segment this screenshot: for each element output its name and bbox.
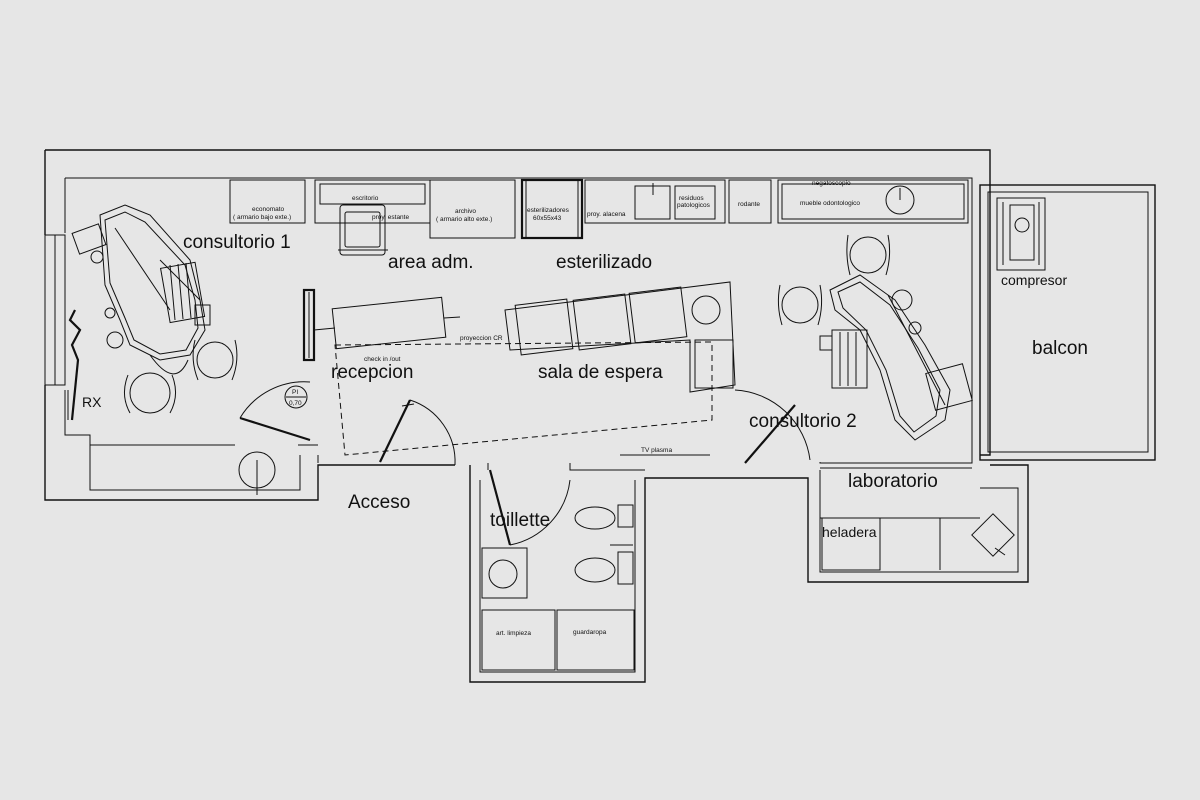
- label-proy-alacena: proy. alacena: [587, 211, 626, 218]
- waiting-seats: [504, 281, 736, 393]
- label-economato: economato: [252, 206, 285, 213]
- label-mueble-odontologico: mueble odontologico: [800, 200, 860, 207]
- dental-chair-1: [71, 204, 238, 414]
- label-rx: RX: [82, 394, 102, 410]
- door-acceso: [379, 399, 456, 466]
- label-escritorio: escritorio: [352, 195, 379, 202]
- label-laboratorio: laboratorio: [848, 471, 938, 492]
- pi-marker: [284, 385, 308, 409]
- label-sala-de-espera: sala de espera: [538, 362, 663, 383]
- label-check-in-out: check in /out: [364, 356, 401, 363]
- label-esterilizado: esterilizado: [556, 252, 652, 273]
- label-consultorio-1: consultorio 1: [183, 232, 291, 253]
- label-balcon: balcon: [1032, 338, 1088, 359]
- door-consultorio-2: [620, 389, 811, 464]
- label-guardaropa: guardaropa: [573, 629, 607, 636]
- dental-chair-2: [777, 234, 973, 441]
- label-heladera: heladera: [822, 524, 877, 540]
- label-archivo: archivo: [455, 208, 476, 215]
- label-pi-width: 0,70: [289, 400, 302, 407]
- top-furniture: [229, 178, 969, 240]
- label-esterilizadores-size: 60x55x43: [533, 215, 562, 222]
- label-archivo-note: ( armario alto exte.): [436, 216, 492, 223]
- label-proyeccion-cr: proyeccion CR: [460, 335, 503, 342]
- label-esterilizadores: esterilizadores: [527, 207, 570, 214]
- label-tv-plasma: TV plasma: [641, 447, 672, 454]
- label-proy-estante: proy. estante: [372, 214, 409, 221]
- rx-window: [44, 234, 82, 421]
- label-toillette: toillette: [490, 510, 550, 531]
- balcon-area: [979, 184, 1156, 461]
- label-rodante: rodante: [738, 201, 760, 208]
- label-economato-note: ( armario bajo exte.): [233, 214, 291, 221]
- label-pi: PI: [292, 389, 298, 396]
- label-residuos: residuos: [679, 195, 704, 202]
- recepcion-partition: [302, 288, 461, 362]
- projection-cr: [334, 341, 713, 456]
- desk-chair: [338, 204, 388, 256]
- label-consultorio-2: consultorio 2: [749, 411, 857, 432]
- label-recepcion: recepcion: [331, 362, 413, 383]
- toilette-fixtures: [481, 469, 635, 671]
- outer-walls: [44, 149, 1029, 683]
- label-negatoscopio: negatoscopio: [812, 180, 851, 187]
- label-compresor: compresor: [1001, 272, 1067, 288]
- label-area-adm: area adm.: [388, 252, 474, 273]
- room-labels: consultorio 1 area adm. esterilizado rec…: [183, 232, 1088, 531]
- furniture-labels: compresor heladera RX economato ( armari…: [82, 180, 1067, 637]
- label-acceso: Acceso: [348, 492, 410, 513]
- door-consultorio-1: [238, 381, 311, 495]
- label-art-limpieza: art. limpieza: [496, 630, 531, 637]
- label-residuos-note: patologicos: [677, 202, 711, 209]
- laboratorio-fixtures: [820, 513, 1015, 571]
